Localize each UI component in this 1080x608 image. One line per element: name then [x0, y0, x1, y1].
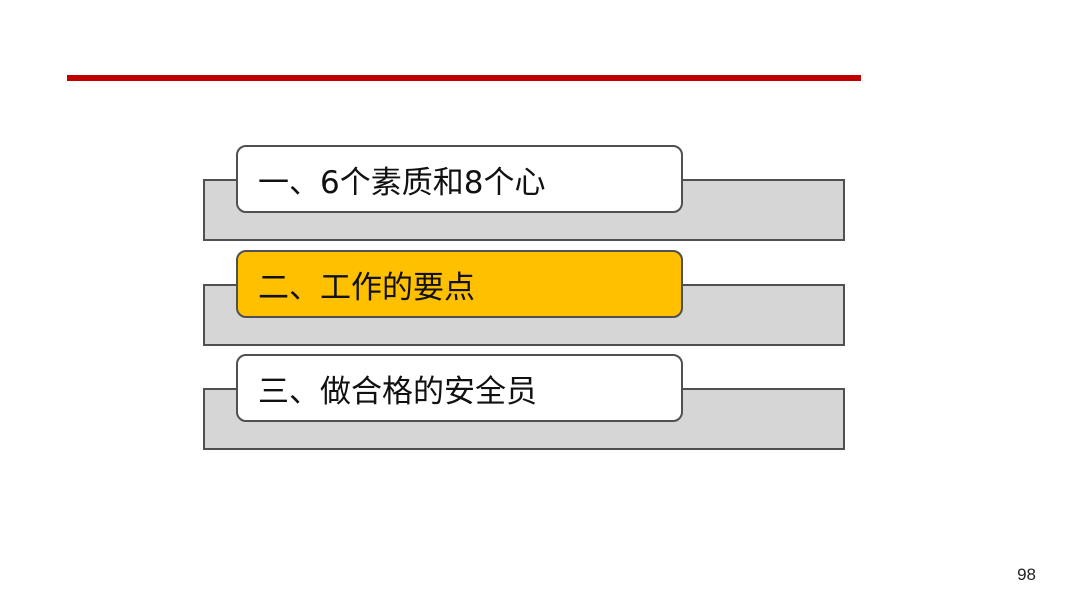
agenda-item-1: 一、6个素质和8个心 [203, 145, 845, 241]
agenda-item-label-box: 一、6个素质和8个心 [236, 145, 683, 213]
agenda-item-label-box: 三、做合格的安全员 [236, 354, 683, 422]
page-number: 98 [1017, 565, 1036, 584]
title-divider-line [67, 75, 861, 81]
agenda-item-3: 三、做合格的安全员 [203, 354, 845, 450]
agenda-item-label: 一、6个素质和8个心 [258, 164, 546, 201]
agenda-item-label-box-highlighted: 二、工作的要点 [236, 250, 683, 318]
agenda-item-label: 二、工作的要点 [258, 269, 475, 306]
agenda-item-2: 二、工作的要点 [203, 250, 845, 346]
agenda-item-label: 三、做合格的安全员 [258, 373, 537, 410]
